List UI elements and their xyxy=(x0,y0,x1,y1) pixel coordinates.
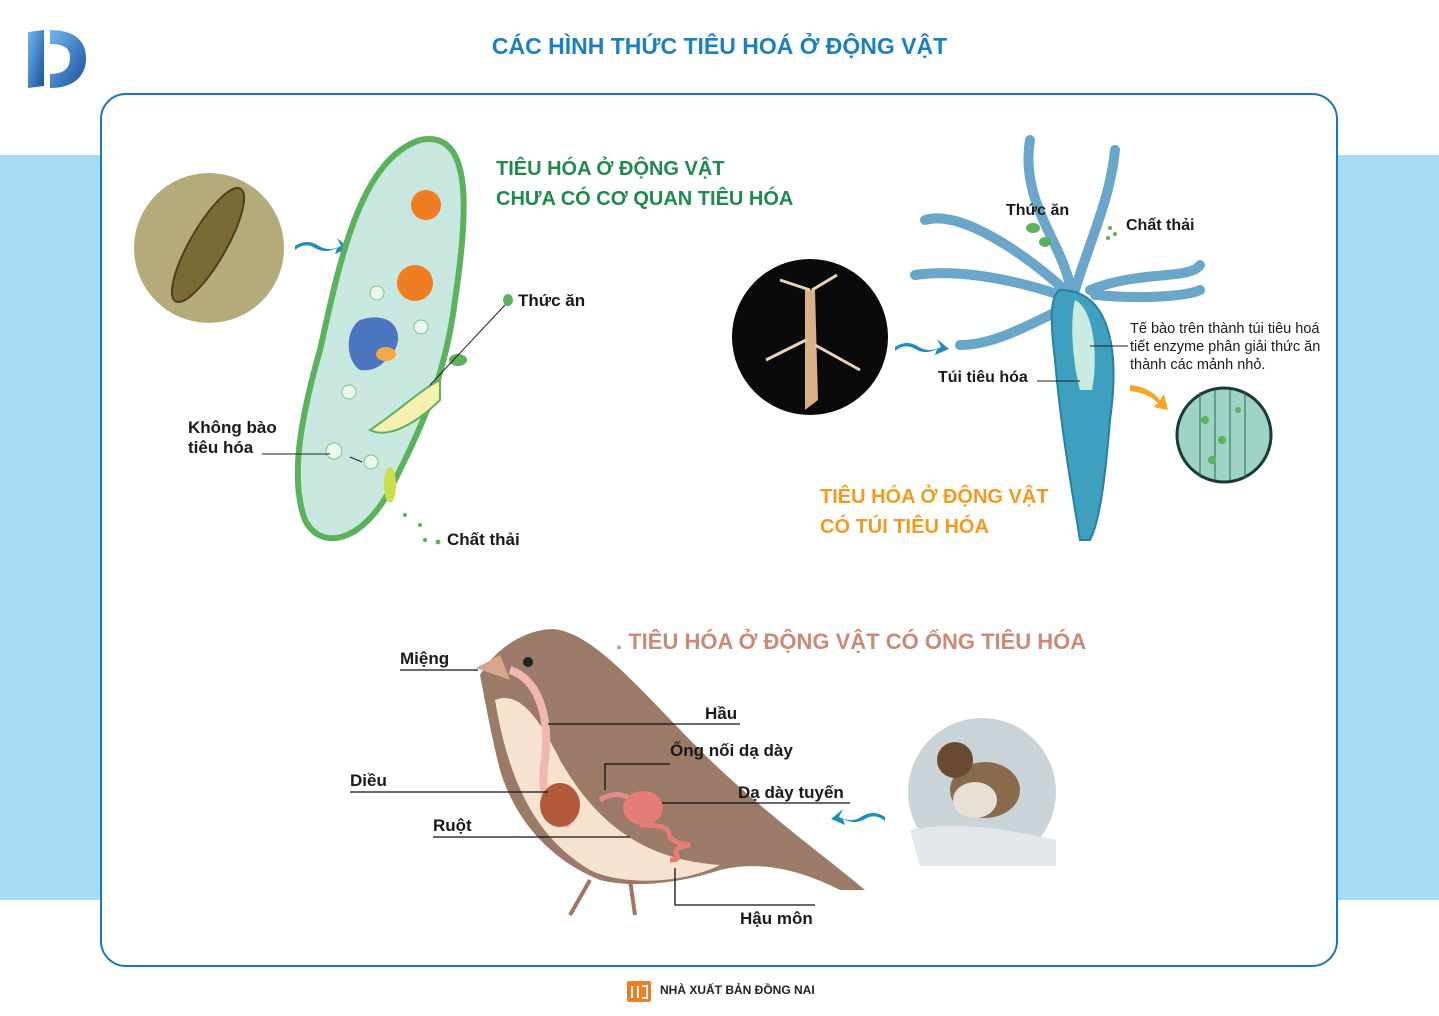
cell-zoom xyxy=(1175,386,1273,484)
footer: NHÀ XUẤT BẢN ĐỒNG NAI xyxy=(626,977,815,1003)
heading-line: TIÊU HÓA Ở ĐỘNG VẬT xyxy=(820,486,1049,508)
label-esophagus: Ống nối dạ dày xyxy=(670,741,793,760)
label-crop: Diều xyxy=(350,771,387,790)
label-intestine: Ruột xyxy=(433,816,472,835)
label-line: Không bào xyxy=(188,418,277,437)
logo-icon xyxy=(28,30,86,88)
label-waste: Chất thải xyxy=(1126,217,1195,234)
paramecium-photo xyxy=(134,173,284,323)
label-mouth: Miệng xyxy=(400,649,450,668)
arrow-icon xyxy=(1130,385,1168,410)
section2-heading: TIÊU HÓA Ở ĐỘNG VẬT CÓ TÚI TIÊU HÓA xyxy=(820,482,1049,542)
note-line: thành các mảnh nhỏ. xyxy=(1130,357,1266,373)
heading-line: CÓ TÚI TIÊU HÓA xyxy=(820,516,989,538)
arrow-icon xyxy=(831,809,885,825)
bird-diagram xyxy=(350,629,865,916)
label-food: Thức ăn xyxy=(518,291,586,310)
publisher-name: NHÀ XUẤT BẢN ĐỒNG NAI xyxy=(660,983,815,997)
page-title: CÁC HÌNH THỨC TIÊU HOÁ Ở ĐỘNG VẬT xyxy=(491,33,948,59)
hydra-diagram xyxy=(910,135,1205,350)
section3-heading: . TIÊU HÓA Ở ĐỘNG VẬT CÓ ỐNG TIÊU HÓA xyxy=(616,629,1087,654)
right-band xyxy=(1338,155,1439,900)
arrow-icon xyxy=(895,339,949,355)
publisher-logo-icon xyxy=(627,981,651,1002)
hydra-photo xyxy=(732,259,888,415)
paramecium-diagram xyxy=(262,136,513,545)
note-line: tiết enzyme phân giải thức ăn xyxy=(1130,339,1321,355)
section1-heading: TIÊU HÓA Ở ĐỘNG VẬT CHƯA CÓ CƠ QUAN TIÊU… xyxy=(496,154,793,214)
label-line: tiêu hóa xyxy=(188,438,254,457)
label-vacuole: Không bào tiêu hóa xyxy=(188,418,277,458)
sparrow-photo xyxy=(908,718,1056,866)
heading-line: TIÊU HÓA Ở ĐỘNG VẬT xyxy=(496,158,725,180)
heading-line: CHƯA CÓ CƠ QUAN TIÊU HÓA xyxy=(496,188,794,210)
label-pharynx: Hầu xyxy=(705,704,738,723)
enzyme-note: Tế bào trên thành túi tiêu hoá tiết enzy… xyxy=(1130,320,1320,374)
label-proventriculus: Dạ dày tuyến xyxy=(738,783,844,802)
note-line: Tế bào trên thành túi tiêu hoá xyxy=(1130,321,1320,337)
label-sac: Túi tiêu hóa xyxy=(938,369,1028,386)
left-band xyxy=(0,155,100,900)
label-waste: Chất thải xyxy=(447,530,520,549)
label-anus: Hậu môn xyxy=(740,909,813,928)
label-food: Thức ăn xyxy=(1006,202,1070,219)
